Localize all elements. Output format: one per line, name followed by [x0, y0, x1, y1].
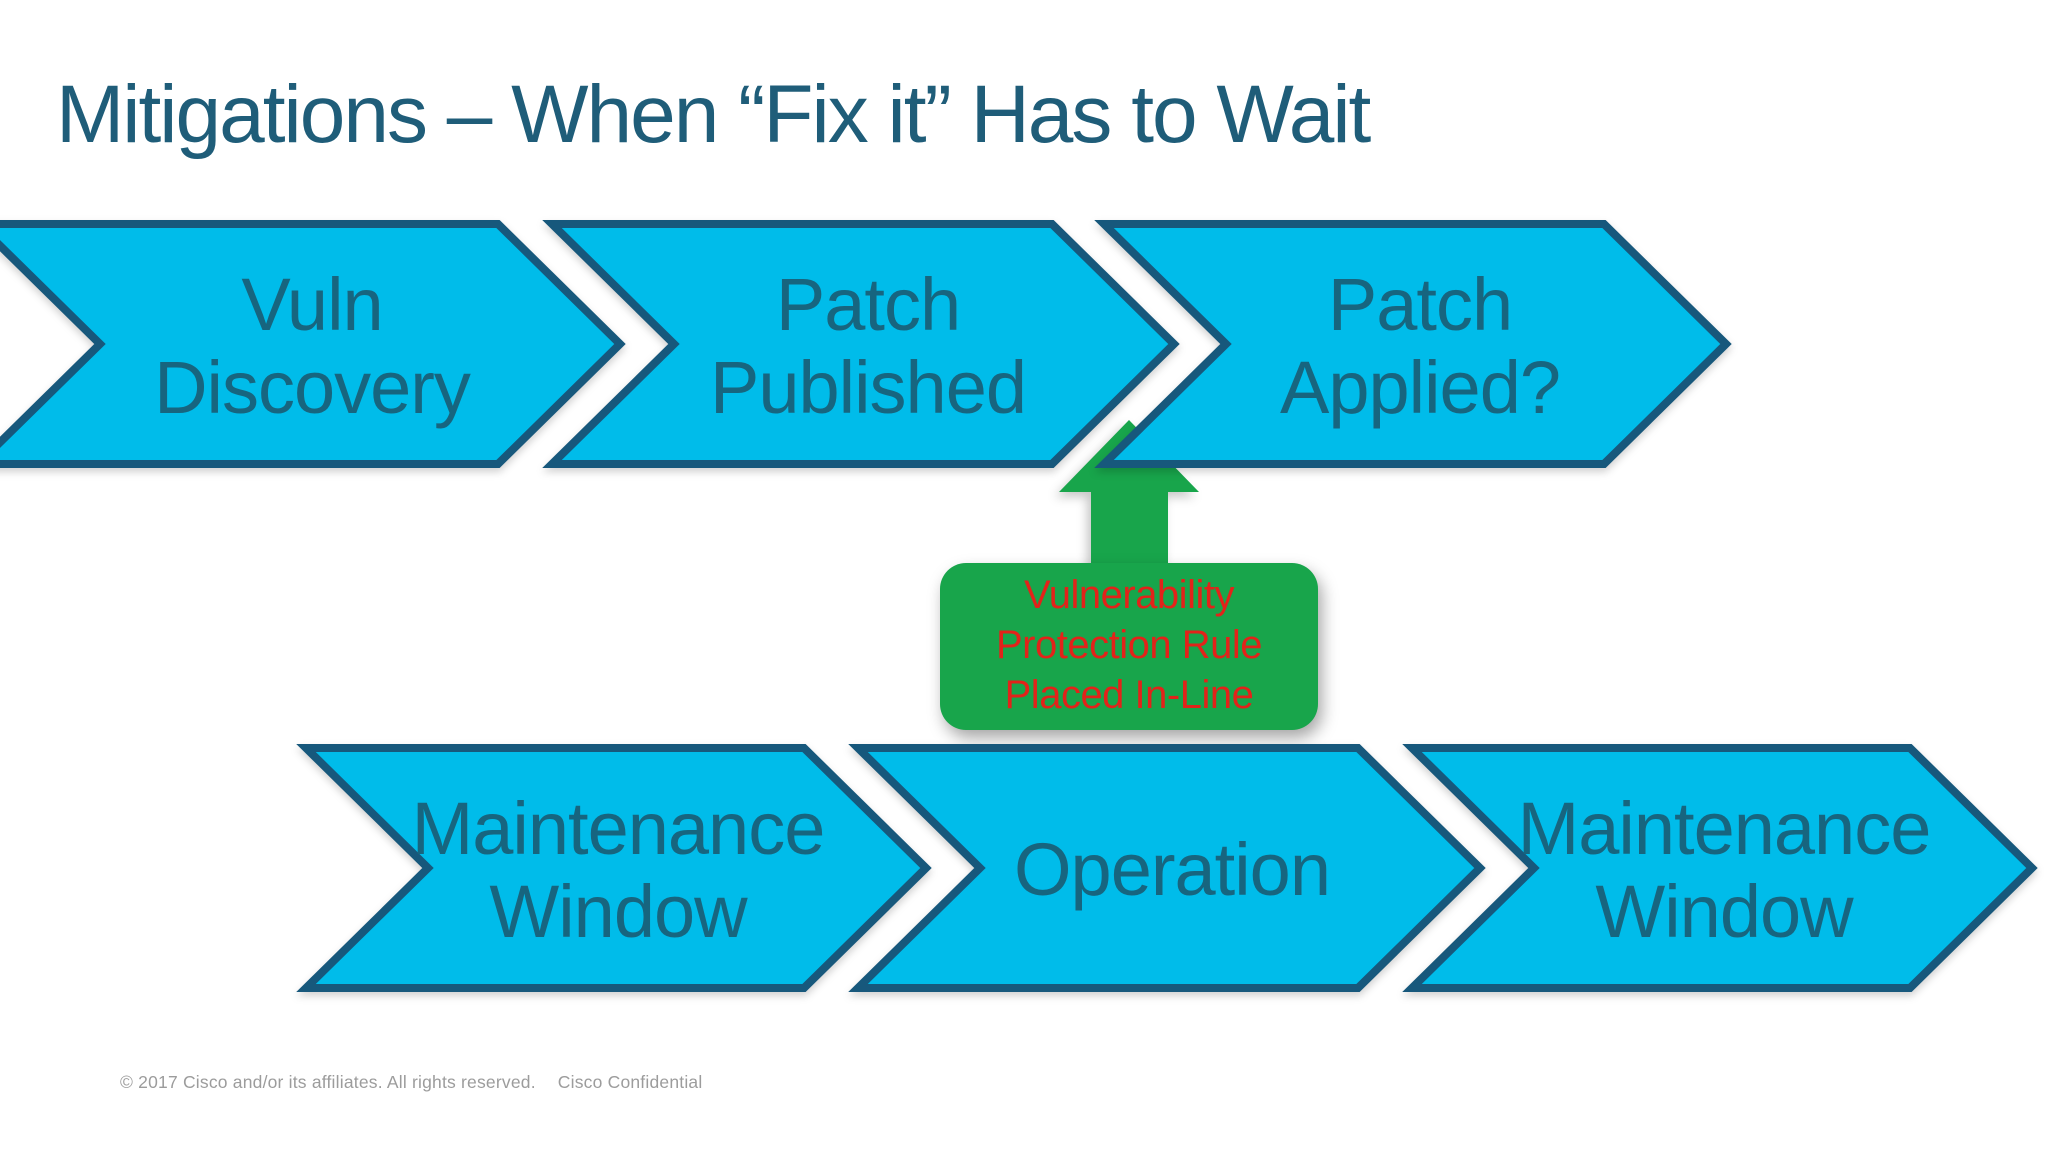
- page-title: Mitigations – When “Fix it” Has to Wait: [56, 69, 1371, 160]
- footer-confidential: Cisco Confidential: [557, 1072, 703, 1092]
- up-arrow-stem: [1091, 478, 1168, 578]
- chevron-patch-published: Patch Published: [542, 220, 1180, 468]
- chevron-maintenance-window-2: Maintenance Window: [1402, 744, 2038, 992]
- chevron-operation: Operation: [848, 744, 1486, 992]
- chevron-label: Discovery: [154, 346, 471, 429]
- footer: © 2017 Cisco and/or its affiliates. All …: [120, 1072, 702, 1093]
- chevron-label: Published: [710, 346, 1026, 429]
- chevron-maintenance-window-1: Maintenance Window: [296, 744, 932, 992]
- callout-line: Protection Rule: [996, 623, 1262, 667]
- chevron-label: Applied?: [1280, 346, 1560, 429]
- footer-copyright: © 2017 Cisco and/or its affiliates. All …: [120, 1072, 536, 1092]
- chevron-label: Vuln: [241, 263, 382, 346]
- callout-line: Vulnerability: [1024, 573, 1234, 617]
- callout-line: Placed In-Line: [1005, 673, 1254, 717]
- chevron-label: Patch: [1328, 263, 1512, 346]
- chevron-label: Window: [1595, 870, 1854, 953]
- chevron-label: Maintenance: [1518, 787, 1931, 870]
- chevron-shape: [0, 220, 626, 468]
- chevron-shape: [296, 744, 932, 992]
- chevron-label: Operation: [1014, 828, 1330, 911]
- chevron-vuln-discovery: Vuln Discovery: [0, 220, 626, 468]
- top-chevron-row: Vuln Discovery Patch Published Patch App…: [0, 220, 1732, 468]
- chevron-shape: [1094, 220, 1732, 468]
- chevron-patch-applied: Patch Applied?: [1094, 220, 1732, 468]
- chevron-label: Maintenance: [412, 787, 825, 870]
- callout-box-shape: [940, 563, 1318, 730]
- chevron-label: Patch: [776, 263, 960, 346]
- chevron-shape: [1402, 744, 2038, 992]
- bottom-chevron-row: Maintenance Window Operation Maintenance…: [296, 744, 2038, 992]
- chevron-shape: [542, 220, 1180, 468]
- callout-box: Vulnerability Protection Rule Placed In-…: [940, 563, 1318, 730]
- chevron-shape: [848, 744, 1486, 992]
- chevron-label: Window: [489, 870, 748, 953]
